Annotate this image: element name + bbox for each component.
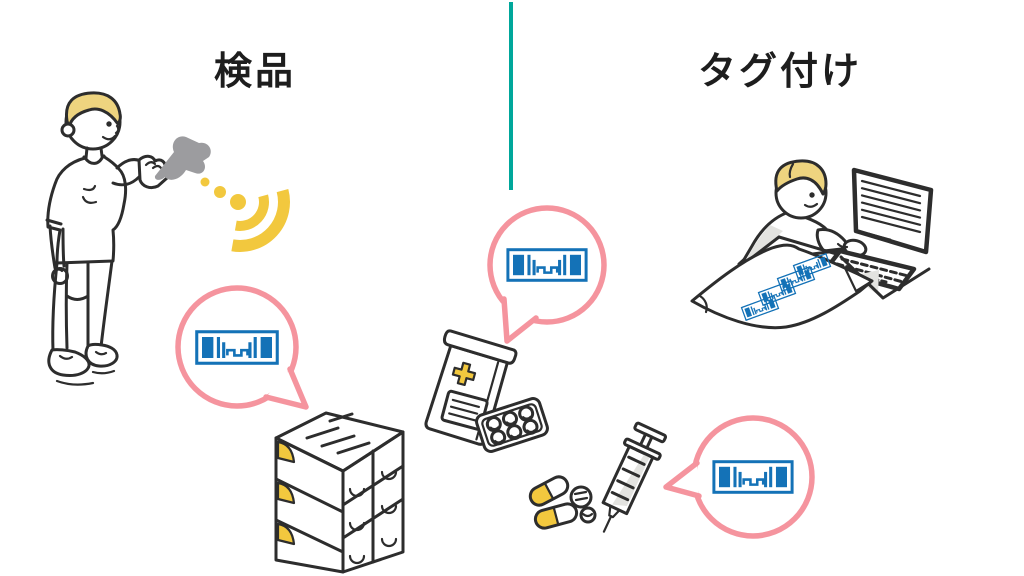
tablets bbox=[569, 485, 597, 524]
speech-bubble-tail bbox=[263, 366, 309, 410]
medical-cross-icon bbox=[451, 361, 477, 387]
speech-bubble-tail bbox=[663, 460, 702, 499]
handheld-rfid-reader-icon bbox=[154, 136, 211, 180]
needle bbox=[602, 515, 613, 533]
syringe bbox=[601, 421, 668, 533]
rfid-tag-sheet bbox=[690, 243, 874, 330]
radio-waves-icon bbox=[200, 177, 290, 252]
speech-bubble bbox=[175, 285, 299, 409]
box-label bbox=[276, 440, 296, 464]
tagging-person bbox=[737, 159, 868, 266]
blister-pack bbox=[475, 397, 549, 453]
capsules bbox=[528, 475, 579, 530]
rfid-tag-bubble-right bbox=[663, 415, 815, 539]
pills bbox=[485, 405, 539, 446]
inspector-person bbox=[45, 91, 171, 386]
rfid-tag-bubble-left bbox=[175, 285, 309, 410]
section-title-inspection: 検品 bbox=[214, 51, 297, 93]
speech-bubble bbox=[487, 205, 607, 325]
stacked-boxes bbox=[274, 411, 405, 574]
speech-bubble-tail bbox=[501, 296, 539, 344]
box-label bbox=[276, 522, 296, 546]
speech-bubble bbox=[691, 415, 815, 539]
box-label bbox=[276, 481, 296, 505]
rfid-tag-bubble-center bbox=[487, 205, 607, 344]
hair bbox=[64, 91, 122, 129]
hair bbox=[774, 159, 828, 196]
section-title-tagging: タグ付け bbox=[698, 51, 863, 93]
